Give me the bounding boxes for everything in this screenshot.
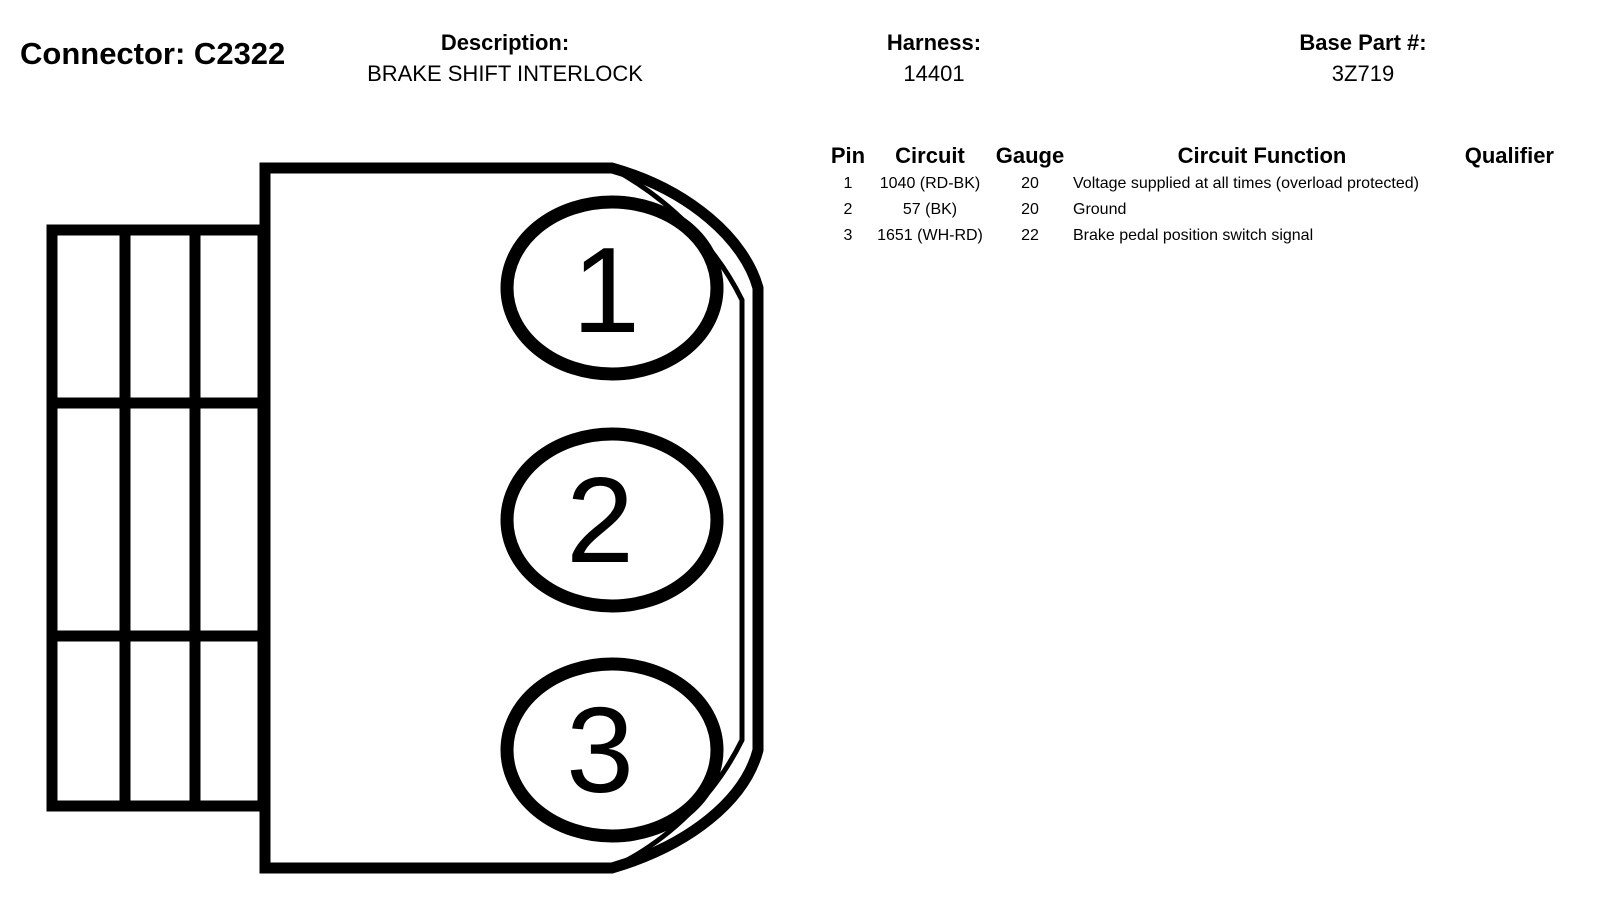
pin-cavity-circle [500, 657, 724, 843]
pin-number-label: 1 [572, 222, 640, 358]
row-pin: 2 [843, 201, 853, 218]
row-function: Brake pedal position switch signal [1073, 227, 1314, 244]
harness-value: 14401 [903, 61, 965, 86]
connector-face-diagram: 1 2 3 [46, 162, 764, 874]
row-function: Voltage supplied at all times (overload … [1073, 175, 1419, 192]
connector-title: Connector: C2322 [20, 36, 286, 71]
row-gauge: 22 [1021, 227, 1039, 244]
pin-cavity: 2 [500, 427, 724, 613]
column-header-circuit: Circuit [895, 143, 965, 168]
pin-cavity-circle [500, 195, 724, 381]
pin-cavity: 1 [500, 195, 724, 381]
row-gauge: 20 [1021, 201, 1039, 218]
column-header-circuit-function: Circuit Function [1177, 143, 1347, 168]
pin-table: Pin Circuit Gauge Circuit Function Quali… [826, 142, 1566, 252]
base-part-value: 3Z719 [1331, 61, 1395, 86]
description-block: Description: BRAKE SHIFT INTERLOCK [330, 30, 680, 92]
row-pin: 1 [843, 175, 853, 192]
row-function: Ground [1073, 201, 1127, 218]
column-header-qualifier: Qualifier [1464, 143, 1554, 168]
description-value: BRAKE SHIFT INTERLOCK [367, 61, 643, 86]
row-circuit: 57 (BK) [902, 201, 958, 218]
column-header-pin: Pin [830, 143, 866, 168]
harness-label: Harness: [886, 30, 982, 55]
row-circuit: 1651 (WH-RD) [877, 227, 983, 244]
pin-cavities: 1 2 3 [500, 195, 724, 843]
base-part-label: Base Part #: [1299, 30, 1427, 55]
harness-block: Harness: 14401 [834, 30, 1034, 92]
row-gauge: 20 [1021, 175, 1039, 192]
column-header-gauge: Gauge [995, 143, 1065, 168]
connector-latch-grid [46, 224, 269, 812]
row-pin: 3 [843, 227, 853, 244]
pin-number-label: 3 [566, 682, 634, 818]
row-circuit: 1040 (RD-BK) [879, 175, 981, 192]
pin-cavity: 3 [500, 657, 724, 843]
connector-body-inner-edge [610, 165, 745, 871]
latch-outline [46, 224, 269, 812]
pin-cavity-circle [500, 427, 724, 613]
description-label: Description: [440, 30, 570, 55]
base-part-block: Base Part #: 3Z719 [1263, 30, 1463, 92]
pin-number-label: 2 [566, 452, 634, 588]
